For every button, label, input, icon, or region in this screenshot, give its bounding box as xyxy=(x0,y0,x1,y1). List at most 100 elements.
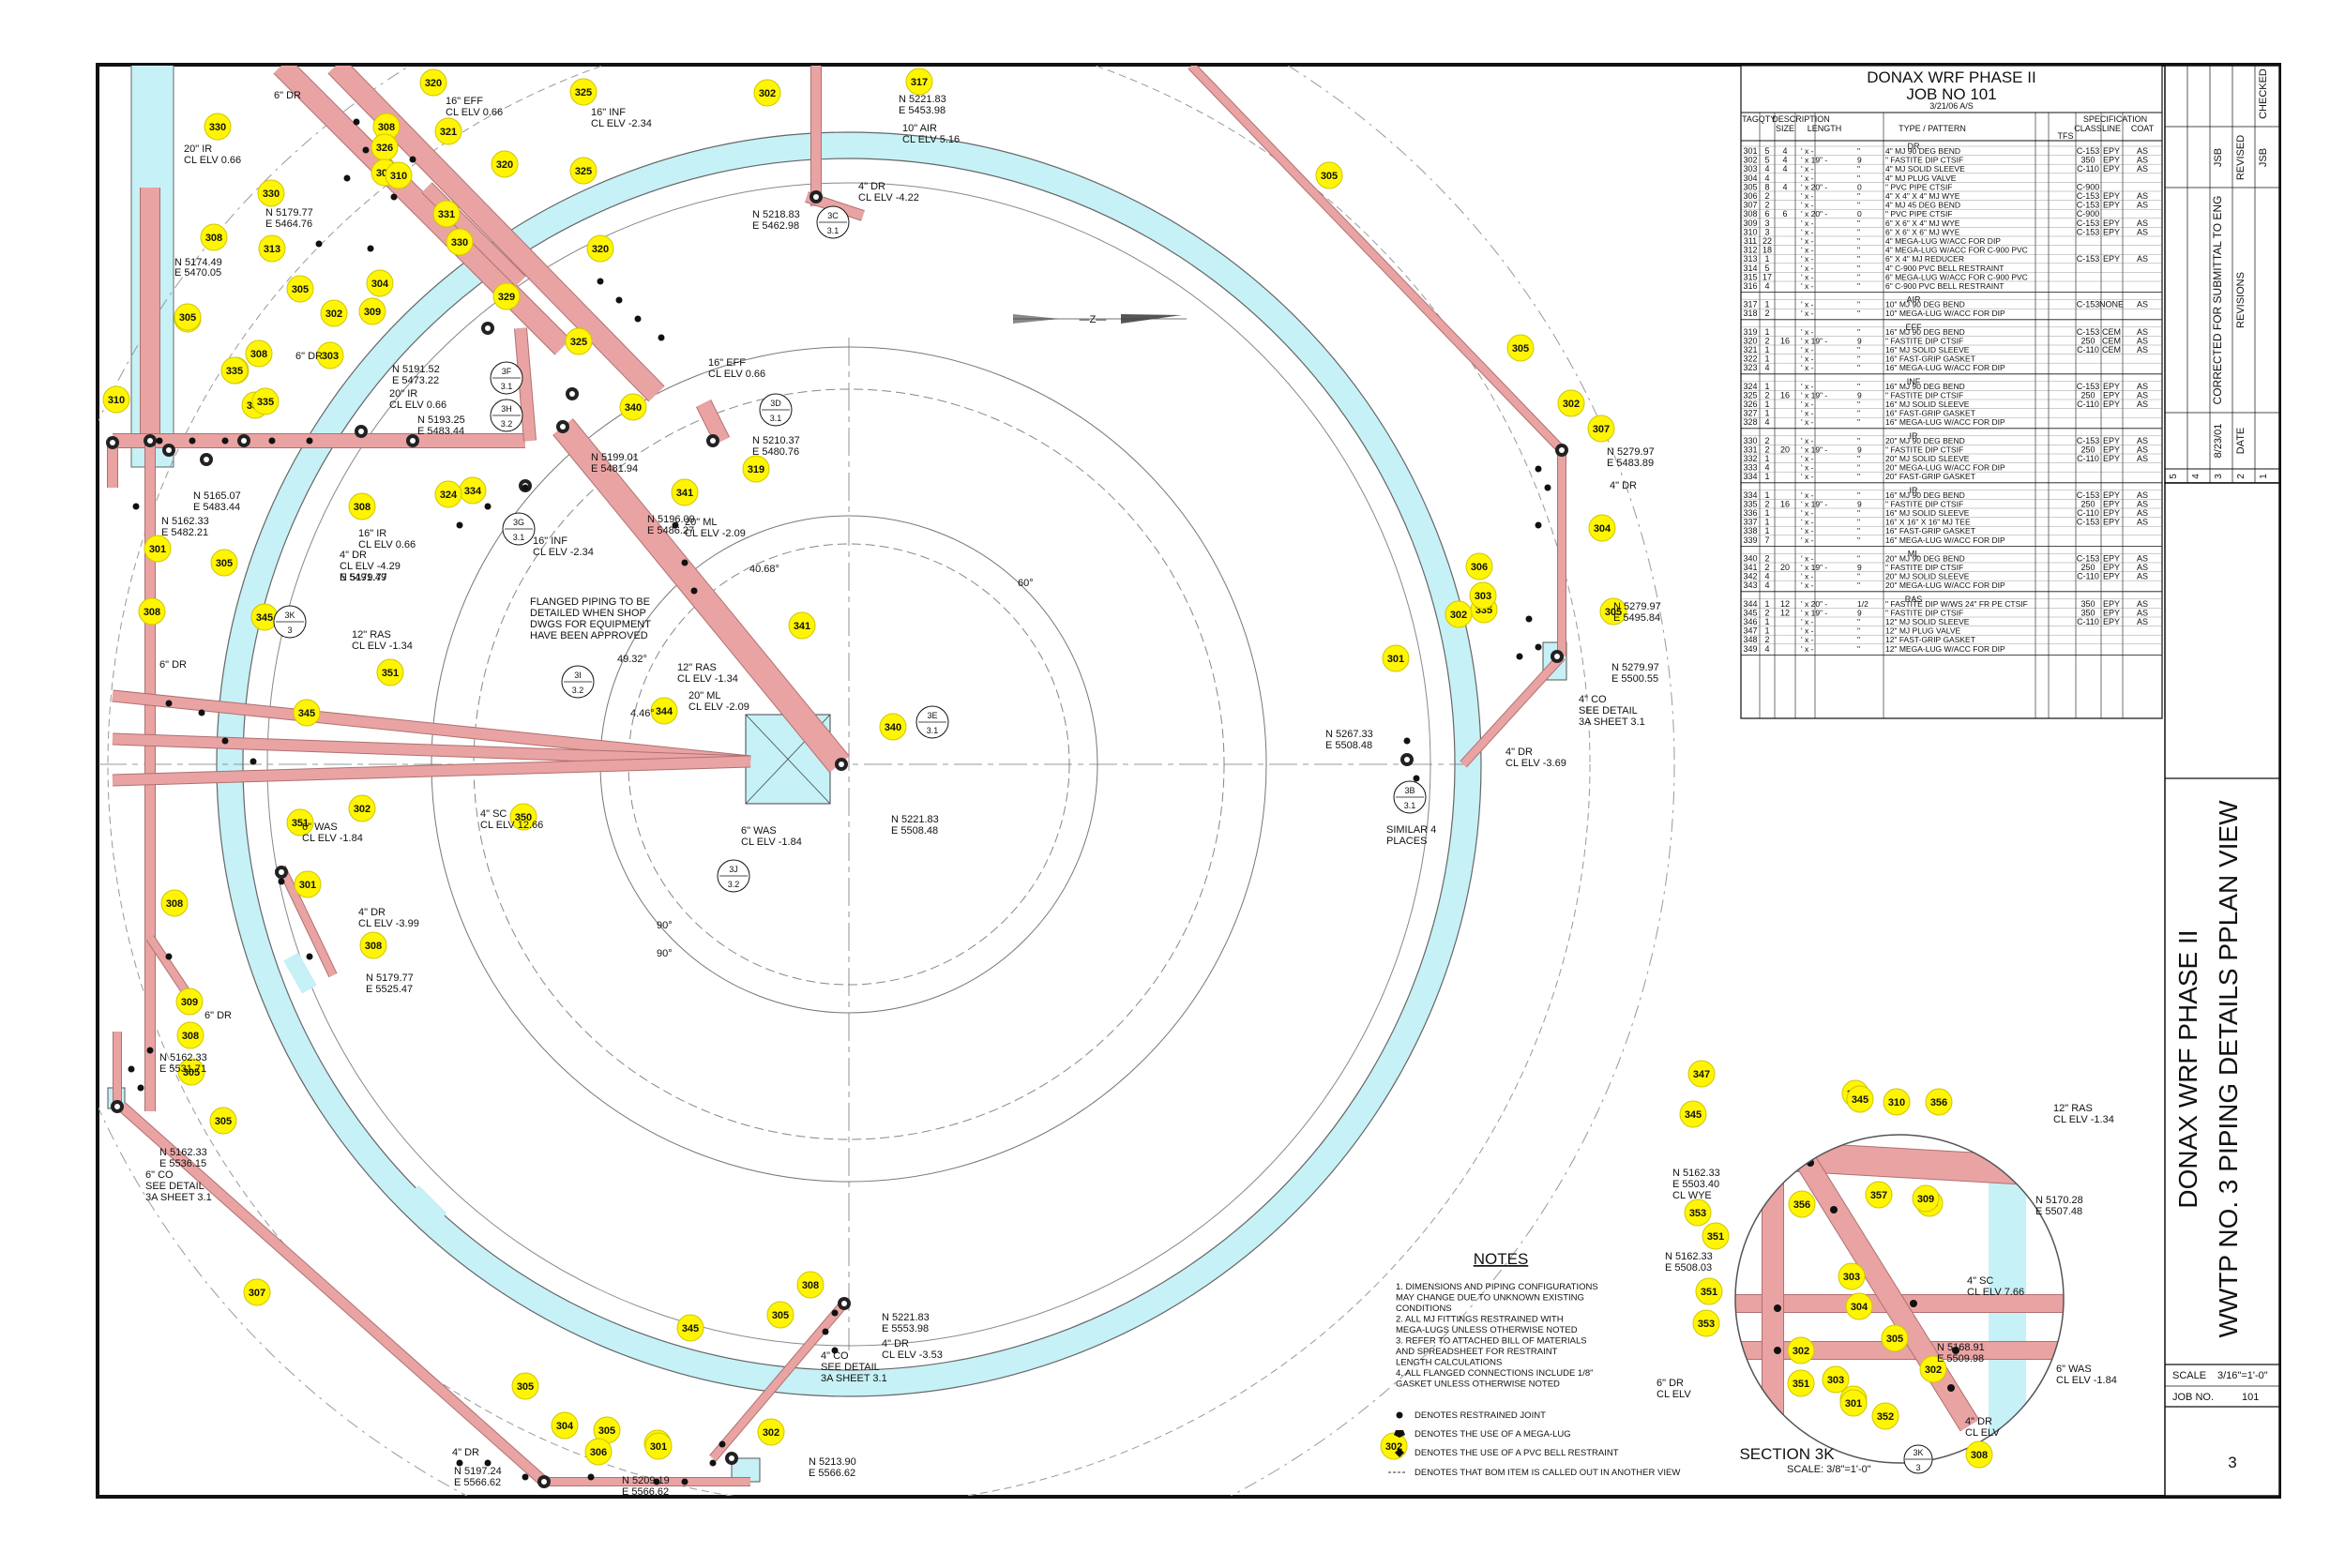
item-tag: 352 xyxy=(1871,1402,1899,1430)
bom-cell-length: ' x - xyxy=(1801,146,1814,156)
bom-cell-length-in: " xyxy=(1857,417,1860,427)
callout-text: E 5508.03 xyxy=(1665,1262,1712,1274)
fitting-core xyxy=(166,447,172,453)
bom-cell-qty: 1 xyxy=(1764,382,1769,391)
bom-cell-line: EPY xyxy=(2103,599,2120,609)
restrained-joint-dot xyxy=(146,1047,154,1054)
item-tag: 308 xyxy=(245,339,273,368)
bom-cell-type: 16" FAST-GRIP GASKET xyxy=(1885,354,1975,364)
bom-cell-type: " FASTITE DIP CTSIF xyxy=(1885,390,1963,400)
bom-cell-length-in: " xyxy=(1857,572,1860,581)
bom-cell-tag: 340 xyxy=(1743,553,1757,563)
bom-cell-length: ' x - xyxy=(1801,281,1814,291)
callout-text: N 5279.97 xyxy=(1611,662,1659,673)
callout-text: CL ELV xyxy=(1657,1389,1691,1400)
bom-cell-length: ' x - xyxy=(1801,219,1814,228)
bom-cell-qty: 1 xyxy=(1764,626,1769,636)
restrained-joint-dot xyxy=(634,315,642,323)
callout-text: N 5165.07 xyxy=(193,490,241,502)
item-tag: 305 xyxy=(286,275,314,303)
callout-text: 20" IR xyxy=(389,388,417,400)
item-tag: 347 xyxy=(1687,1060,1716,1088)
bubble-sheet-ref: 3.1 xyxy=(1404,801,1416,810)
callout-text: 12" RAS xyxy=(677,662,717,673)
bom-cell-type: " FASTITE DIP CTSIF xyxy=(1885,445,1963,454)
callout-text: N 5162.33 xyxy=(159,1052,207,1063)
bom-cell-tag: 315 xyxy=(1743,272,1757,281)
detail-reference-bubble: 3B3.1 xyxy=(1393,780,1427,814)
callout-text: 6" CO xyxy=(145,1169,174,1181)
bom-cell-class: C-153 xyxy=(2077,327,2100,337)
callout-text: 6" WAS xyxy=(2056,1364,2092,1375)
item-tag: 305 xyxy=(210,549,238,577)
bom-cell-length: ' x - xyxy=(1801,518,1814,527)
bom-cell-size: 16 xyxy=(1780,499,1790,508)
callout-text: N 5209.19 xyxy=(622,1475,670,1486)
bom-cell-class: C-153 xyxy=(2077,553,2100,563)
restrained-joint-dot xyxy=(709,1459,717,1467)
bom-cell-tag: 334 xyxy=(1743,472,1757,481)
callout-text: N 5210.37 xyxy=(752,435,800,446)
bubble-sheet-ref: 3.1 xyxy=(827,226,840,235)
bom-cell-coat: AS xyxy=(2137,227,2148,236)
item-tag: 305 xyxy=(593,1416,621,1444)
item-tag: 305 xyxy=(1599,597,1627,626)
pipe-fill xyxy=(515,327,536,442)
bom-cell-qty: 3 xyxy=(1764,219,1769,228)
callout-text: E 5525.47 xyxy=(366,984,413,995)
bom-cell-length-in: " xyxy=(1857,227,1860,236)
restrained-joint-dot xyxy=(658,334,665,341)
bom-cell-size: 6 xyxy=(1782,209,1787,219)
item-tag: 303 xyxy=(316,341,344,369)
bom-cell-length-in: " xyxy=(1857,626,1860,636)
fitting-core xyxy=(569,391,575,397)
section-joint xyxy=(1952,1347,1959,1354)
item-tag-number: 317 xyxy=(911,77,928,88)
bom-cell-tag: 307 xyxy=(1743,201,1757,210)
detail-reference-bubble: 3C3.1 xyxy=(816,205,850,239)
bom-cell-length: ' x - xyxy=(1801,400,1814,409)
fitting-core xyxy=(204,457,209,462)
bom-cell-size: 16 xyxy=(1780,336,1790,345)
note-line: MEGA-LUGS UNLESS OTHERWISE NOTED xyxy=(1396,1325,1578,1335)
restrained-joint-dot xyxy=(1525,615,1533,623)
note-line: 3. REFER TO ATTACHED BILL OF MATERIALS xyxy=(1396,1336,1587,1347)
pipe-fill xyxy=(1460,654,1565,767)
callout-text: 4" DR xyxy=(858,181,885,192)
callout-text: 20" ML xyxy=(688,690,720,701)
section-joint xyxy=(1947,1384,1955,1392)
callout-text: N 5193.25 xyxy=(417,415,465,426)
item-tag-number: 308 xyxy=(378,122,395,133)
bom-cell-size: 20 xyxy=(1780,445,1790,454)
callout-text: E 5483.44 xyxy=(193,502,240,513)
callout-text: N 5221.83 xyxy=(899,94,946,105)
bom-cell-coat: AS xyxy=(2137,219,2148,228)
bubble-detail-id: 3K xyxy=(284,611,295,620)
bom-cell-length-in: " xyxy=(1857,526,1860,535)
bom-cell-length-in: " xyxy=(1857,272,1860,281)
bom-cell-type: " FASTITE DIP CTSIF xyxy=(1885,608,1963,617)
bom-cell-length: ' x - xyxy=(1801,236,1814,246)
callout-text: N 5170.28 xyxy=(2035,1195,2083,1206)
bom-cell-size: 16 xyxy=(1780,390,1790,400)
svg-text:—Z—: —Z— xyxy=(1080,314,1107,325)
bom-cell-type: 12" FAST-GRIP GASKET xyxy=(1885,635,1975,644)
detail-bubbles: 3C3.13F3.13H3.23D3.13G3.13K33I3.23E3.13J… xyxy=(273,205,1427,893)
bom-cell-qty: 4 xyxy=(1764,281,1769,291)
bom-cell-length: ' x - xyxy=(1801,309,1814,318)
item-tag: 306 xyxy=(1465,552,1493,580)
item-tag: 303 xyxy=(1822,1365,1850,1394)
callout-text: 4" CO xyxy=(821,1350,849,1362)
note-line: MAY CHANGE DUE TO UNKNOWN EXISTING xyxy=(1396,1293,1584,1304)
bom-cell-qty: 4 xyxy=(1764,644,1769,654)
bom-cell-tag: 345 xyxy=(1743,608,1757,617)
spoke-w xyxy=(283,952,317,994)
section-joint xyxy=(1830,1206,1838,1214)
checked-header: CHECKED xyxy=(2258,68,2269,119)
bom-cell-coat: AS xyxy=(2137,164,2148,173)
bom-cell-coat: AS xyxy=(2137,191,2148,201)
bom-date-note: 3/21/06 A/S xyxy=(1929,101,1974,111)
revision-date: 8/23/01 xyxy=(2213,424,2224,459)
bom-cell-coat: AS xyxy=(2137,201,2148,210)
bom-cell-tag: 306 xyxy=(1743,191,1757,201)
